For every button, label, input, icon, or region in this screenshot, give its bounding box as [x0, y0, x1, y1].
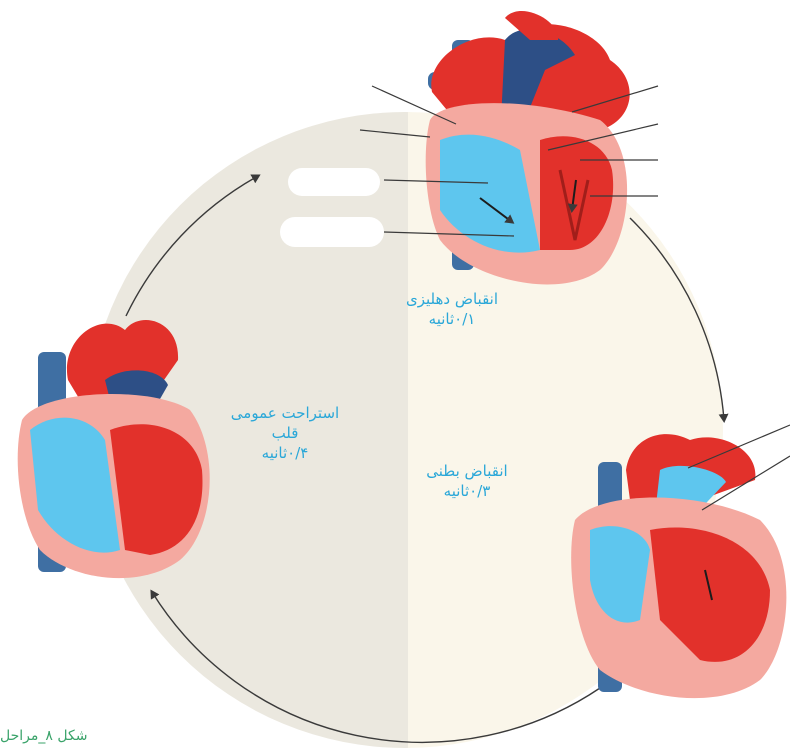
atrial-systole-duration: ۰/۱ثانیه [392, 309, 512, 329]
ventricular-systole-label: انقباض بطنی ۰/۳ثانیه [412, 461, 522, 501]
blank-box-1 [288, 168, 380, 196]
general-diastole-name: استراحت عمومی [220, 403, 350, 423]
general-diastole-duration: ۰/۴ثانیه [220, 443, 350, 463]
general-diastole-label: استراحت عمومی قلب ۰/۴ثانیه [220, 403, 350, 463]
heart-atrial-systole-icon [426, 11, 630, 284]
atrial-systole-label: انقباض دهلیزی ۰/۱ثانیه [392, 289, 512, 329]
general-diastole-name-line2: قلب [220, 423, 350, 443]
heart-ventricular-systole-icon [571, 434, 786, 698]
ventricular-systole-name: انقباض بطنی [412, 461, 522, 481]
blank-box-2 [280, 217, 384, 247]
ventricular-systole-duration: ۰/۳ثانیه [412, 481, 522, 501]
figure-caption: شکل ۸_مراحل [0, 728, 160, 744]
atrial-systole-name: انقباض دهلیزی [392, 289, 512, 309]
